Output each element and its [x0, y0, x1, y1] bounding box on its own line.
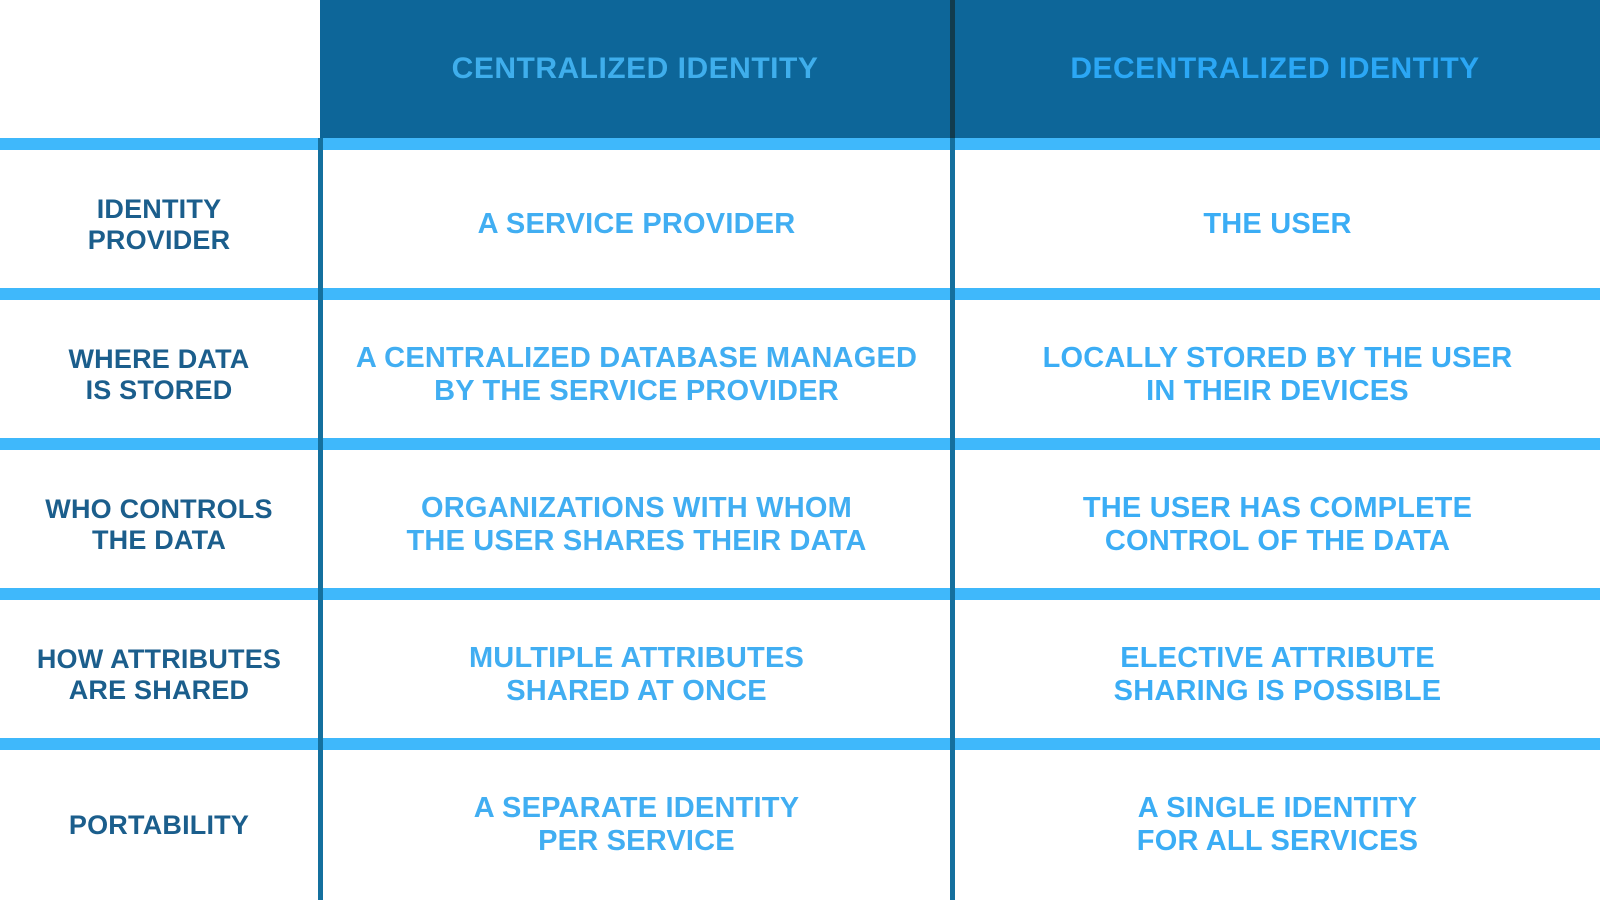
- cell-decentralized-portability: A SINGLE IDENTITY FOR ALL SERVICES: [955, 750, 1600, 900]
- table-row: HOW ATTRIBUTES ARE SHARED MULTIPLE ATTRI…: [0, 600, 1600, 750]
- cell-decentralized-who-controls-the-data: THE USER HAS COMPLETE CONTROL OF THE DAT…: [955, 450, 1600, 600]
- cell-centralized-identity-provider: A SERVICE PROVIDER: [323, 150, 950, 300]
- row-separator-bar-2: [0, 288, 1600, 300]
- cell-decentralized-where-data-is-stored: LOCALLY STORED BY THE USER IN THEIR DEVI…: [955, 300, 1600, 450]
- row-label-line2: PROVIDER: [87, 225, 231, 255]
- header-corner-spacer: [0, 0, 320, 138]
- cell-value-line2: IN THEIR DEVICES: [1146, 375, 1409, 407]
- row-label-line2: ARE SHARED: [68, 675, 250, 705]
- table-row: IDENTITY PROVIDER A SERVICE PROVIDER THE…: [0, 150, 1600, 300]
- cell-decentralized-identity-provider: THE USER: [955, 150, 1600, 300]
- row-separator-bar-4: [0, 588, 1600, 600]
- cell-value-line1: LOCALLY STORED BY THE USER: [1042, 341, 1513, 374]
- cell-decentralized-how-attributes-are-shared: ELECTIVE ATTRIBUTE SHARING IS POSSIBLE: [955, 600, 1600, 750]
- row-label-line1: HOW ATTRIBUTES: [36, 644, 282, 675]
- row-label-who-controls-the-data: WHO CONTROLS THE DATA: [0, 450, 318, 600]
- row-separator-bar-3: [0, 438, 1600, 450]
- cell-value-line2: SHARING IS POSSIBLE: [1113, 675, 1442, 707]
- row-label-identity-provider: IDENTITY PROVIDER: [0, 150, 318, 300]
- cell-value-line1: A SERVICE PROVIDER: [477, 208, 796, 241]
- row-label-line2: IS STORED: [85, 375, 233, 405]
- row-label-where-data-is-stored: WHERE DATA IS STORED: [0, 300, 318, 450]
- cell-value-line1: ORGANIZATIONS WITH WHOM: [421, 491, 852, 524]
- cell-value-line1: A CENTRALIZED DATABASE MANAGED: [355, 341, 918, 374]
- column-header-decentralized-identity: DECENTRALIZED IDENTITY: [950, 0, 1600, 138]
- cell-value-line2: BY THE SERVICE PROVIDER: [434, 375, 839, 407]
- row-separator-bar-5: [0, 738, 1600, 750]
- table-row: WHERE DATA IS STORED A CENTRALIZED DATAB…: [0, 300, 1600, 450]
- cell-value-line1: THE USER HAS COMPLETE: [1082, 491, 1473, 524]
- row-separator-bar-1: [0, 138, 1600, 150]
- column-divider-left: [318, 138, 323, 900]
- cell-centralized-where-data-is-stored: A CENTRALIZED DATABASE MANAGED BY THE SE…: [323, 300, 950, 450]
- cell-value-line1: ELECTIVE ATTRIBUTE: [1120, 641, 1435, 674]
- column-header-centralized-line1: CENTRALIZED: [451, 52, 669, 86]
- cell-value-line2: THE USER SHARES THEIR DATA: [406, 525, 867, 557]
- row-label-line1: WHO CONTROLS: [45, 494, 273, 525]
- cell-value-line2: PER SERVICE: [538, 825, 735, 857]
- row-label-line1: PORTABILITY: [68, 809, 250, 840]
- cell-value-line1: A SINGLE IDENTITY: [1137, 791, 1418, 824]
- column-header-centralized-line2: IDENTITY: [677, 52, 819, 86]
- row-label-how-attributes-are-shared: HOW ATTRIBUTES ARE SHARED: [0, 600, 318, 750]
- row-label-line1: WHERE DATA: [68, 344, 250, 375]
- column-header-decentralized-line2: IDENTITY: [1339, 52, 1480, 86]
- cell-value-line2: CONTROL OF THE DATA: [1104, 525, 1451, 557]
- cell-centralized-portability: A SEPARATE IDENTITY PER SERVICE: [323, 750, 950, 900]
- cell-value-line1: A SEPARATE IDENTITY: [473, 791, 800, 824]
- cell-value-line1: THE USER: [1203, 208, 1352, 241]
- cell-value-line2: SHARED AT ONCE: [506, 675, 767, 707]
- table-header-row: CENTRALIZED IDENTITY DECENTRALIZED IDENT…: [0, 0, 1600, 138]
- column-header-decentralized-line1: DECENTRALIZED: [1070, 52, 1331, 86]
- row-label-portability: PORTABILITY: [0, 750, 318, 900]
- row-label-line2: THE DATA: [91, 525, 227, 555]
- cell-value-line2: FOR ALL SERVICES: [1136, 825, 1419, 857]
- cell-centralized-who-controls-the-data: ORGANIZATIONS WITH WHOM THE USER SHARES …: [323, 450, 950, 600]
- table-row: WHO CONTROLS THE DATA ORGANIZATIONS WITH…: [0, 450, 1600, 600]
- cell-value-line1: MULTIPLE ATTRIBUTES: [468, 641, 805, 674]
- table-row: PORTABILITY A SEPARATE IDENTITY PER SERV…: [0, 750, 1600, 900]
- cell-centralized-how-attributes-are-shared: MULTIPLE ATTRIBUTES SHARED AT ONCE: [323, 600, 950, 750]
- column-divider-right: [950, 138, 955, 900]
- column-header-centralized-identity: CENTRALIZED IDENTITY: [320, 0, 950, 138]
- row-label-line1: IDENTITY: [96, 194, 222, 225]
